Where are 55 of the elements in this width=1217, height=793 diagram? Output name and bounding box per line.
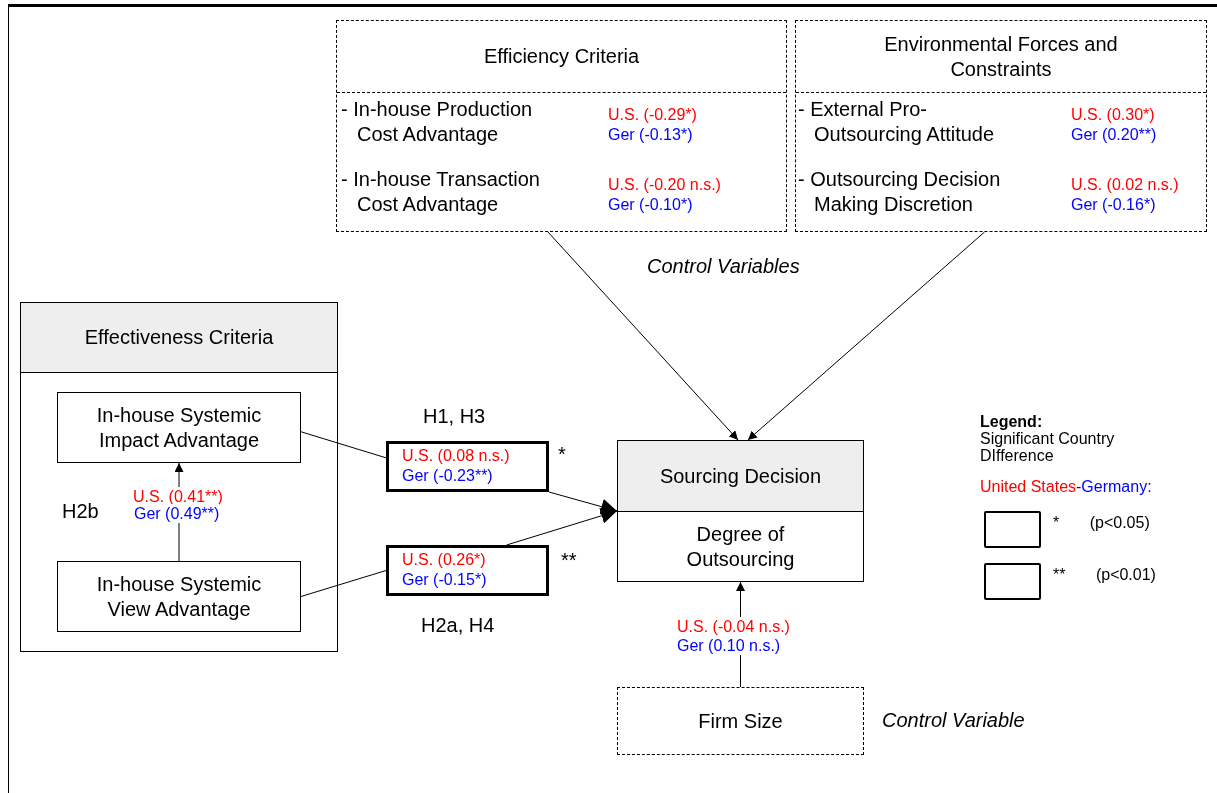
legend-text: ** (p<0.01) [1053, 565, 1156, 585]
criteria-panel [20, 302, 338, 652]
coefficient-text: Ger (-0.23**) [402, 466, 493, 486]
control-box [617, 687, 864, 755]
arrow [747, 231, 985, 441]
legend-country: United States [980, 477, 1077, 497]
construct-box [57, 561, 301, 632]
connector-line [300, 431, 387, 459]
arrow [548, 491, 618, 515]
construct-label: In-house Systemic View Advantage [95, 571, 263, 622]
criterion-text: - External Pro-Outsourcing Attitude [798, 97, 996, 147]
coefficient-text: U.S. (0.30*) [1071, 105, 1155, 125]
constraints-panel [795, 20, 1207, 232]
hypothesis-label: H2a, H4 [421, 613, 495, 637]
criterion-text: - Outsourcing Decision Making Discretion [798, 167, 1002, 217]
control-label: Control Variable [882, 708, 1025, 732]
coefficient-text: Ger (0.49**) [134, 504, 220, 524]
coefficient-text: Ger (-0.15*) [402, 570, 487, 590]
coefficient-text: U.S. (-0.04 n.s.) [677, 617, 790, 637]
arrow [506, 508, 618, 546]
group-label: Control Variables [647, 254, 800, 278]
outcome-label: Degree of Outsourcing [685, 521, 796, 572]
significance-mark: ** [561, 548, 577, 572]
criterion-text: - In-house Transaction Cost Advantage [341, 167, 541, 217]
coefficient-text: U.S. (0.26*) [402, 550, 486, 570]
significance-mark: * [558, 442, 566, 466]
coefficient-text: U.S. (-0.29*) [608, 105, 697, 125]
coefficient-text: Ger (0.20**) [1071, 125, 1157, 145]
hypothesis-label: H1, H3 [423, 404, 486, 428]
outcome-box [617, 440, 864, 582]
outcome-heading: Sourcing Decision [618, 441, 863, 512]
legend-country: -Germany: [1076, 477, 1152, 497]
coefficient-box [386, 545, 549, 596]
coefficient-text: Ger (-0.16*) [1071, 195, 1156, 215]
panel-heading: Effectiveness Criteria [21, 303, 337, 373]
coefficient-text: Ger (-0.10*) [608, 195, 693, 215]
construct-box [57, 392, 301, 463]
coefficient-text: U.S. (0.08 n.s.) [402, 446, 510, 466]
panel-heading: Efficiency Criteria [337, 21, 786, 93]
connector-line [300, 570, 387, 597]
arrow [547, 231, 739, 441]
criterion-text: - In-house Production Cost Advantage [341, 97, 534, 147]
coefficient-text: U.S. (-0.20 n.s.) [608, 175, 721, 195]
coefficient-text: Ger (-0.13*) [608, 125, 693, 145]
control-label: Firm Size [697, 708, 784, 734]
coefficient-text: Ger (0.10 n.s.) [677, 636, 781, 656]
coefficient-text: U.S. (0.41**) [133, 487, 223, 507]
coefficient-text: U.S. (0.02 n.s.) [1071, 175, 1179, 195]
criteria-panel [336, 20, 787, 232]
legend-description: Significant Country DIfference [980, 431, 1116, 465]
legend-text: * (p<0.05) [1053, 513, 1150, 533]
panel-heading: Environmental Forces and Constraints [796, 21, 1206, 93]
legend-title: Legend: [980, 412, 1043, 432]
coefficient-box [386, 441, 549, 492]
construct-label: In-house Systemic Impact Advantage [95, 402, 263, 453]
